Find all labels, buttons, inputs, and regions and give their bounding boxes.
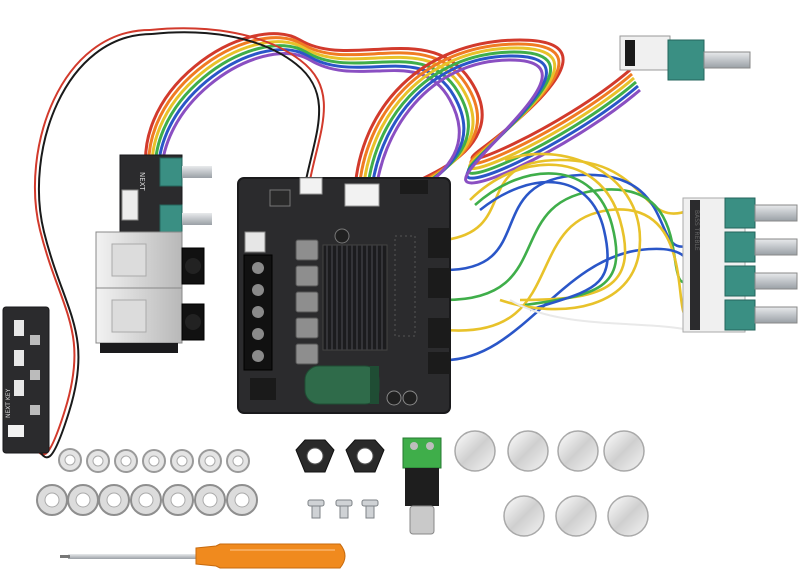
potentiometer-left-bottom <box>159 204 212 234</box>
potentiometer-right-1 <box>724 197 798 229</box>
inductors <box>295 239 319 365</box>
audio-jack-bottom <box>95 287 205 344</box>
screws <box>307 499 379 519</box>
audio-jack-top <box>95 231 205 289</box>
button-board: NEXT KEY <box>2 306 50 454</box>
potentiometer-top-right <box>619 35 751 81</box>
screwdriver <box>60 543 346 569</box>
red-black-wire <box>19 27 325 459</box>
washers-large-holes <box>44 492 250 508</box>
pot-board-label: BASS TREBLE <box>693 210 700 251</box>
potentiometer-left-top <box>159 157 212 187</box>
amplifier-board <box>237 177 451 414</box>
wire-harness-top <box>144 32 484 202</box>
washers-small-holes <box>64 454 244 467</box>
capacitor <box>304 365 380 405</box>
heatsink <box>322 244 388 351</box>
control-board-label: NEXT <box>138 172 146 191</box>
hex-nuts <box>295 439 385 473</box>
potentiometer-right-4 <box>724 299 798 331</box>
dc-jack-adapter <box>402 437 442 535</box>
knobs <box>454 430 649 537</box>
potentiometer-right-3 <box>724 265 798 297</box>
potentiometer-right-2 <box>724 231 798 263</box>
potentiometer-board-right: BASS TREBLE <box>682 197 798 333</box>
control-board-left: NEXT <box>95 154 212 353</box>
wire-harness-right <box>444 152 693 362</box>
button-board-label: NEXT KEY <box>5 388 12 418</box>
screw-terminal-block <box>243 254 273 371</box>
